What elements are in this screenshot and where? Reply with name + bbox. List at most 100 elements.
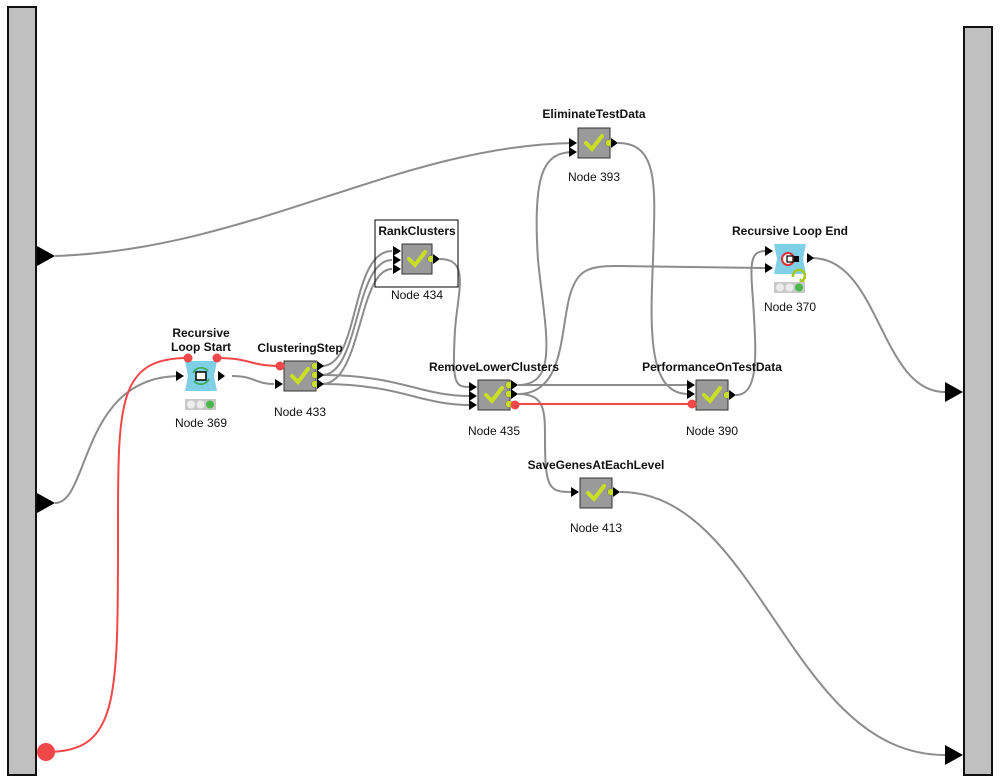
node-title-line: Loop Start xyxy=(171,340,231,354)
metanode-input-bar[interactable] xyxy=(7,6,37,776)
output-port[interactable] xyxy=(317,361,324,371)
node-title[interactable]: Recursive Loop End xyxy=(731,224,849,238)
connection-edge[interactable] xyxy=(321,374,471,397)
output-port[interactable] xyxy=(611,138,618,148)
status-light-green xyxy=(795,283,803,292)
input-port[interactable] xyxy=(393,264,401,274)
check-icon xyxy=(702,386,722,405)
connection-edge[interactable] xyxy=(517,393,573,493)
flow-variable-in-port[interactable] xyxy=(183,353,193,363)
check-icon xyxy=(290,367,310,386)
node-433[interactable] xyxy=(275,360,324,392)
loop-status-icon xyxy=(791,268,807,283)
output-port[interactable] xyxy=(511,380,518,390)
node-435[interactable] xyxy=(469,379,520,411)
check-icon xyxy=(584,134,604,153)
flow-variable-in-port[interactable] xyxy=(687,399,697,409)
node-label[interactable]: Node 369 xyxy=(174,416,228,430)
connection-edge[interactable] xyxy=(321,268,393,385)
input-port[interactable] xyxy=(393,246,401,256)
input-port-arrow[interactable] xyxy=(37,246,55,266)
node-label[interactable]: Node 393 xyxy=(567,170,621,184)
input-port-arrow[interactable] xyxy=(37,493,55,513)
input-port[interactable] xyxy=(765,246,773,256)
check-icon xyxy=(586,484,606,503)
flow-variable-in-port[interactable] xyxy=(275,361,285,371)
node-369[interactable] xyxy=(176,353,225,411)
output-port[interactable] xyxy=(729,390,736,400)
connection-edge[interactable] xyxy=(321,259,393,376)
connection-edge[interactable] xyxy=(54,142,575,257)
node-393[interactable] xyxy=(569,127,618,159)
flow-variable-edge[interactable] xyxy=(45,357,189,753)
node-370[interactable] xyxy=(765,244,814,293)
check-icon xyxy=(484,386,504,405)
node-label[interactable]: Node 390 xyxy=(685,424,739,438)
node-body[interactable] xyxy=(579,477,613,509)
output-port-arrow[interactable] xyxy=(945,745,963,765)
loop-start-icon xyxy=(195,371,207,381)
connection-edge[interactable] xyxy=(321,383,471,406)
status-light-yellow xyxy=(785,283,794,292)
node-label[interactable]: Node 434 xyxy=(390,288,444,302)
node-title[interactable]: RemoveLowerClusters xyxy=(428,360,560,374)
connection-edge[interactable] xyxy=(517,151,575,386)
input-port[interactable] xyxy=(176,371,184,381)
node-label[interactable]: Node 433 xyxy=(273,405,327,419)
node-label[interactable]: Node 413 xyxy=(569,521,623,535)
node-title[interactable]: ClusteringStep xyxy=(257,341,343,355)
connection-edge[interactable] xyxy=(619,491,946,756)
node-title[interactable]: EliminateTestData xyxy=(542,107,646,121)
input-port[interactable] xyxy=(393,255,401,265)
input-port[interactable] xyxy=(569,147,577,157)
node-434[interactable] xyxy=(374,219,459,288)
connection-edge[interactable] xyxy=(517,264,767,395)
connection-edge[interactable] xyxy=(811,257,946,393)
node-title[interactable]: RankClusters xyxy=(378,224,456,238)
connection-edge[interactable] xyxy=(231,375,275,385)
connection-edge[interactable] xyxy=(617,142,689,395)
node-title[interactable]: PerformanceOnTestData xyxy=(642,360,782,374)
node-body[interactable] xyxy=(477,379,511,411)
node-title[interactable]: SaveGenesAtEachLevel xyxy=(527,458,665,472)
node-body[interactable] xyxy=(283,360,317,392)
loop-arrow-icon xyxy=(192,367,209,374)
node-label[interactable]: Node 370 xyxy=(763,300,817,314)
output-port[interactable] xyxy=(433,254,440,264)
node-body[interactable] xyxy=(695,379,729,411)
node-body[interactable] xyxy=(577,127,611,159)
output-port[interactable] xyxy=(807,253,814,263)
node-title-line: Recursive xyxy=(172,326,230,340)
connection-edge[interactable] xyxy=(439,258,471,388)
input-port[interactable] xyxy=(469,391,477,401)
input-port[interactable] xyxy=(275,379,283,389)
connection-edge[interactable] xyxy=(735,250,767,396)
input-port[interactable] xyxy=(571,487,579,497)
flow-variable-out-port[interactable] xyxy=(212,353,222,363)
node-label[interactable]: Node 435 xyxy=(467,424,521,438)
flow-variable-edge[interactable] xyxy=(217,357,281,367)
output-port[interactable] xyxy=(613,487,620,497)
status-light-green xyxy=(206,400,214,409)
output-port[interactable] xyxy=(218,371,225,381)
metanode-output-bar[interactable] xyxy=(963,26,993,776)
input-port[interactable] xyxy=(569,138,577,148)
input-port[interactable] xyxy=(469,382,477,392)
output-port[interactable] xyxy=(317,370,324,380)
flow-variable-out-port[interactable] xyxy=(510,400,520,410)
flow-variable-port[interactable] xyxy=(37,743,55,761)
node-413[interactable] xyxy=(571,477,620,509)
input-port[interactable] xyxy=(687,380,695,390)
output-port[interactable] xyxy=(317,379,324,389)
output-port-arrow[interactable] xyxy=(945,382,963,402)
connection-edge[interactable] xyxy=(321,250,393,367)
input-port[interactable] xyxy=(687,389,695,399)
input-port[interactable] xyxy=(765,263,773,273)
output-port[interactable] xyxy=(511,389,518,399)
connection-edge[interactable] xyxy=(54,375,181,504)
node-390[interactable] xyxy=(687,379,736,411)
input-port[interactable] xyxy=(469,400,477,410)
status-light-red xyxy=(776,283,784,292)
